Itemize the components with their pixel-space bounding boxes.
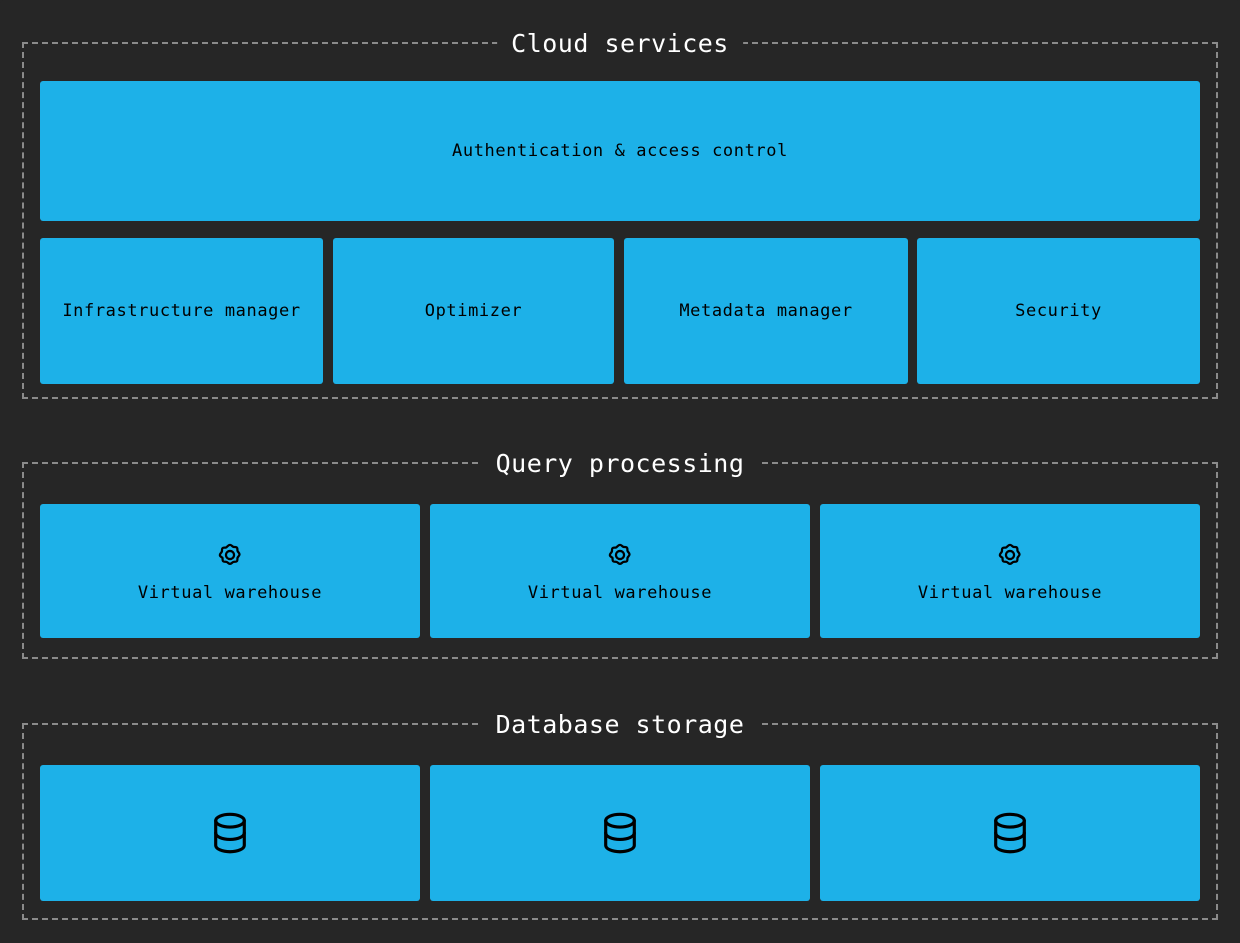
node-virtual-warehouse[interactable]: Virtual warehouse: [820, 504, 1200, 638]
database-icon: [984, 807, 1036, 859]
gear-icon: [604, 539, 636, 571]
node-label: Metadata manager: [679, 301, 853, 321]
node-database-storage-unit[interactable]: [40, 765, 420, 901]
node-label: Virtual warehouse: [527, 582, 713, 603]
section-database-storage: Database storage: [22, 710, 1218, 920]
section-title-cloud-services: Cloud services: [497, 29, 743, 58]
node-label: Infrastructure manager: [62, 301, 301, 321]
gear-icon: [214, 539, 246, 571]
node-virtual-warehouse[interactable]: Virtual warehouse: [40, 504, 420, 638]
node-label: Authentication & access control: [452, 141, 788, 161]
node-database-storage-unit[interactable]: [430, 765, 810, 901]
node-optimizer[interactable]: Optimizer: [333, 238, 614, 384]
node-security[interactable]: Security: [917, 238, 1200, 384]
gear-icon: [994, 539, 1026, 571]
node-database-storage-unit[interactable]: [820, 765, 1200, 901]
section-query-processing: Query processing: [22, 449, 1218, 659]
node-label: Optimizer: [424, 301, 523, 321]
node-metadata-manager[interactable]: Metadata manager: [624, 238, 908, 384]
database-icon: [594, 807, 646, 859]
node-authentication-access-control[interactable]: Authentication & access control: [40, 81, 1200, 221]
node-label: Virtual warehouse: [137, 582, 323, 603]
section-title-query-processing: Query processing: [481, 449, 759, 478]
database-icon: [204, 807, 256, 859]
node-label: Virtual warehouse: [917, 582, 1103, 603]
node-virtual-warehouse[interactable]: Virtual warehouse: [430, 504, 810, 638]
node-label: Security: [1015, 301, 1102, 321]
node-infrastructure-manager[interactable]: Infrastructure manager: [40, 238, 323, 384]
section-title-database-storage: Database storage: [481, 710, 759, 739]
section-cloud-services: Cloud services: [22, 29, 1218, 399]
